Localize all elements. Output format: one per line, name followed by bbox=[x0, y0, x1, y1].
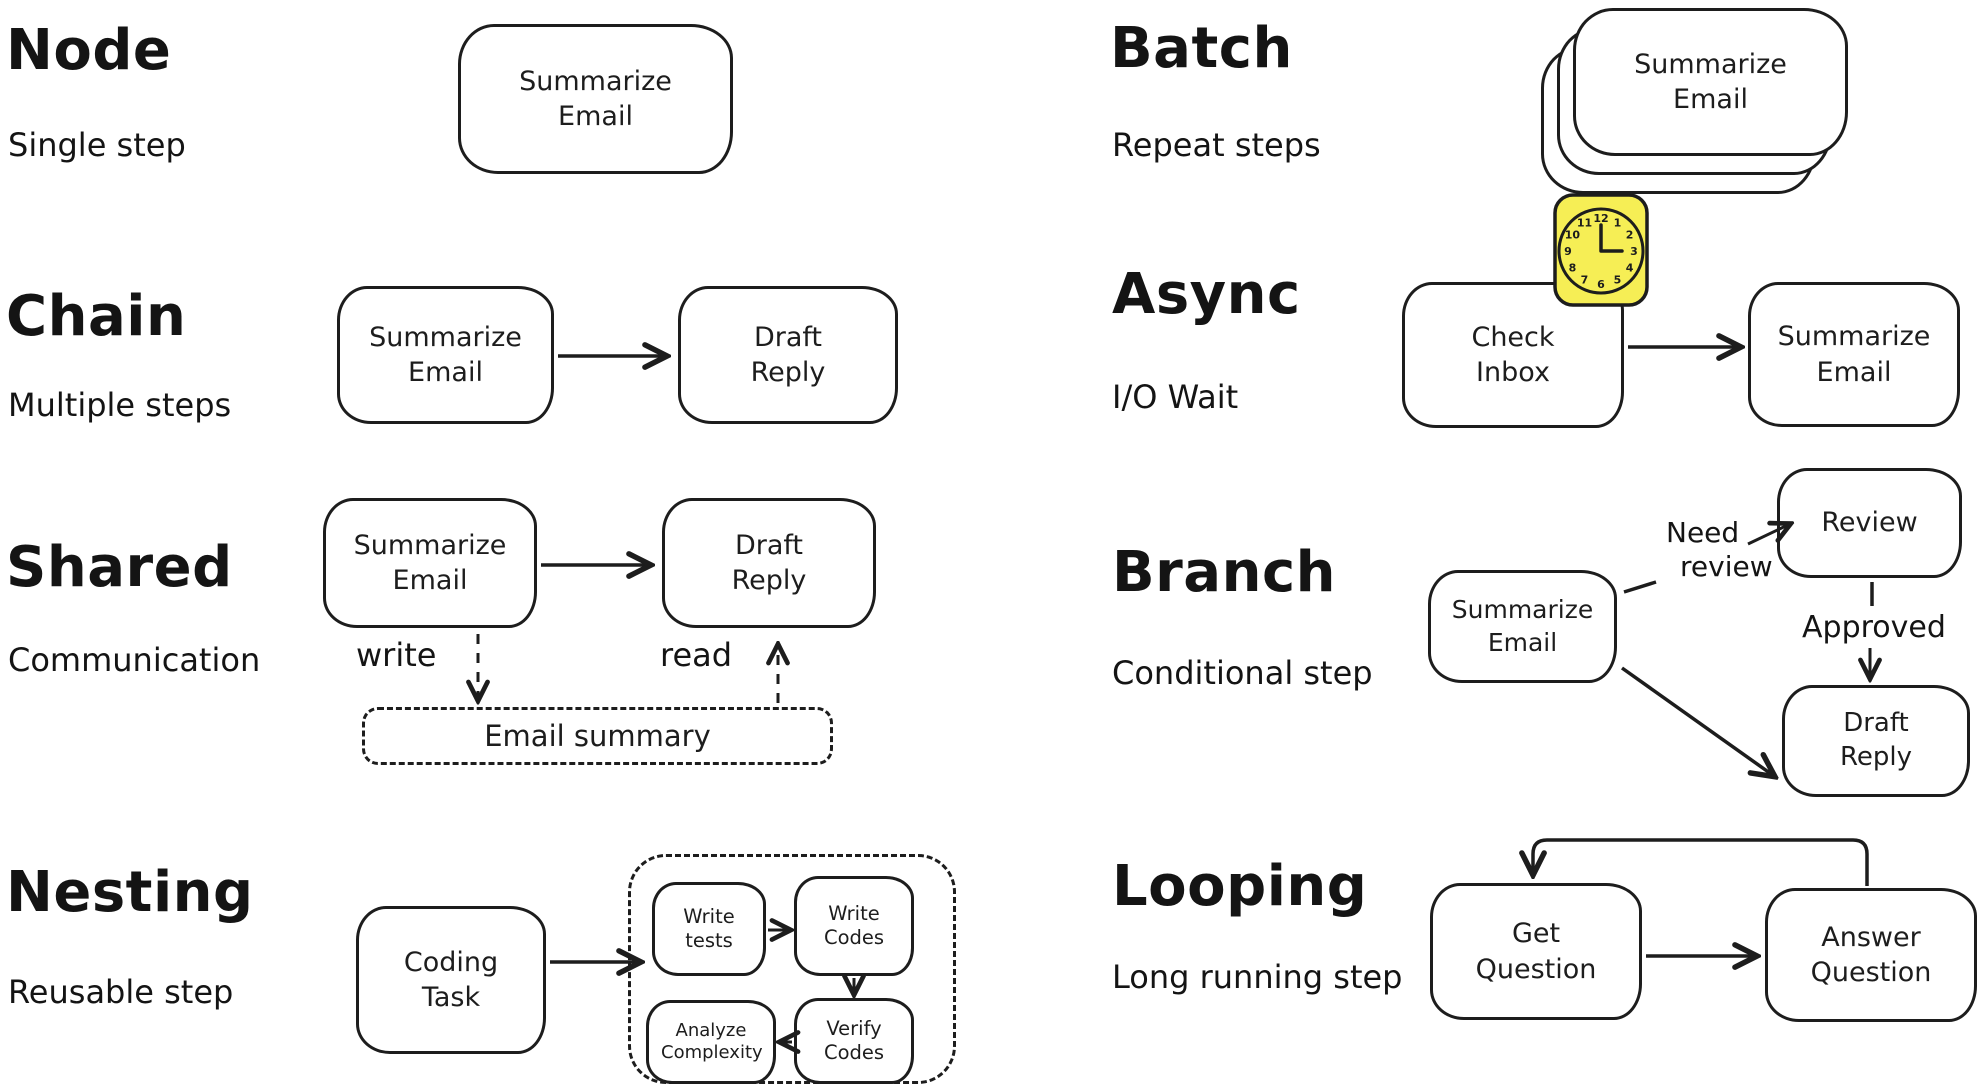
branch-need-review-tick bbox=[1623, 580, 1657, 594]
shared-store-email-summary: Email summary bbox=[362, 707, 833, 765]
async-box2-label: Summarize Email bbox=[1777, 321, 1931, 388]
branch-box-review: Review bbox=[1777, 468, 1962, 578]
async-section-subtitle: I/O Wait bbox=[1112, 378, 1239, 416]
looping-box1-label: Get Question bbox=[1475, 918, 1597, 985]
nesting-box-coding-task: Coding Task bbox=[356, 906, 546, 1054]
clock-hands bbox=[1599, 223, 1624, 253]
clock-number-7: 7 bbox=[1581, 274, 1589, 287]
chain-section-title: Chain bbox=[6, 284, 187, 349]
async-box1-label: Check Inbox bbox=[1471, 321, 1555, 388]
clock-number-6: 6 bbox=[1597, 278, 1605, 291]
looping-section-title: Looping bbox=[1112, 854, 1368, 919]
clock-number-10: 10 bbox=[1565, 229, 1581, 242]
clock-number-8: 8 bbox=[1569, 262, 1577, 275]
clock-number-3: 3 bbox=[1630, 245, 1638, 258]
need-review-line1: Need bbox=[1666, 516, 1740, 549]
nesting-box-label: Coding Task bbox=[403, 946, 499, 1013]
clock-number-1: 1 bbox=[1614, 216, 1622, 229]
looping-back-arrow bbox=[1533, 838, 1869, 886]
branch-section-subtitle: Conditional step bbox=[1112, 654, 1373, 692]
nesting-sub-box-write-codes: Write Codes bbox=[794, 876, 914, 976]
clock-number-12: 12 bbox=[1593, 212, 1608, 225]
approved-label: Approved bbox=[1802, 610, 1946, 645]
branch-box-draft-reply: Draft Reply bbox=[1782, 685, 1970, 797]
node-section-title: Node bbox=[6, 18, 172, 83]
nesting-sub3-label: Verify Codes bbox=[823, 1016, 885, 1064]
need-review-line2: review bbox=[1680, 549, 1773, 583]
clock-number-9: 9 bbox=[1564, 245, 1572, 258]
nesting-sub4-label: Analyze Complexity bbox=[661, 1019, 763, 1064]
write-arrow-label: write bbox=[356, 636, 437, 674]
nesting-sub1-label: Write tests bbox=[683, 904, 735, 952]
batch-card-label: Summarize Email bbox=[1634, 48, 1787, 115]
chain-box-summarize-email: Summarize Email bbox=[337, 286, 554, 424]
node-section-subtitle: Single step bbox=[8, 126, 186, 164]
nesting-section-title: Nesting bbox=[6, 860, 254, 925]
branch-box1-label: Summarize Email bbox=[1451, 595, 1594, 657]
read-arrow-label: read bbox=[660, 636, 733, 674]
shared-box-draft-reply: Draft Reply bbox=[662, 498, 876, 628]
chain-box2-label: Draft Reply bbox=[750, 321, 826, 388]
batch-card-front: Summarize Email bbox=[1573, 8, 1848, 156]
nesting-sub-box-write-tests: Write tests bbox=[652, 882, 766, 976]
clock-number-5: 5 bbox=[1614, 274, 1622, 287]
nesting-sub-box-analyze-complexity: Analyze Complexity bbox=[646, 1000, 776, 1084]
need-review-label: Need review bbox=[1666, 516, 1773, 583]
async-section-title: Async bbox=[1112, 262, 1301, 327]
node-box-summarize-email: Summarize Email bbox=[458, 24, 733, 174]
batch-section-title: Batch bbox=[1110, 16, 1293, 81]
nesting-section-subtitle: Reusable step bbox=[8, 973, 234, 1011]
looping-box2-label: Answer Question bbox=[1810, 921, 1932, 988]
shared-box-summarize-email: Summarize Email bbox=[323, 498, 537, 628]
shared-box2-label: Draft Reply bbox=[731, 529, 807, 596]
shared-box1-label: Summarize Email bbox=[353, 529, 507, 596]
node-box-label: Summarize Email bbox=[519, 65, 672, 132]
shared-store-label: Email summary bbox=[484, 719, 711, 753]
chain-section-subtitle: Multiple steps bbox=[8, 386, 232, 424]
clock-number-11: 11 bbox=[1577, 216, 1592, 229]
clock-number-4: 4 bbox=[1626, 262, 1634, 275]
branch-box2-label: Review bbox=[1821, 507, 1918, 539]
looping-box-answer-question: Answer Question bbox=[1765, 888, 1977, 1022]
branch-box-summarize-email: Summarize Email bbox=[1428, 570, 1617, 683]
looping-box-get-question: Get Question bbox=[1430, 883, 1642, 1020]
branch-box3-label: Draft Reply bbox=[1839, 708, 1912, 772]
nesting-sub-box-verify-codes: Verify Codes bbox=[794, 998, 914, 1084]
clock-number-2: 2 bbox=[1626, 229, 1634, 242]
batch-section-subtitle: Repeat steps bbox=[1112, 126, 1321, 164]
async-box-summarize-email: Summarize Email bbox=[1748, 282, 1960, 427]
shared-section-subtitle: Communication bbox=[8, 641, 261, 679]
chain-box1-label: Summarize Email bbox=[369, 321, 522, 388]
branch-section-title: Branch bbox=[1112, 540, 1337, 605]
nesting-sub2-label: Write Codes bbox=[823, 901, 885, 949]
looping-section-subtitle: Long running step bbox=[1112, 958, 1403, 996]
chain-box-draft-reply: Draft Reply bbox=[678, 286, 898, 424]
shared-section-title: Shared bbox=[6, 535, 233, 600]
branch-direct-arrow bbox=[1620, 666, 1774, 776]
